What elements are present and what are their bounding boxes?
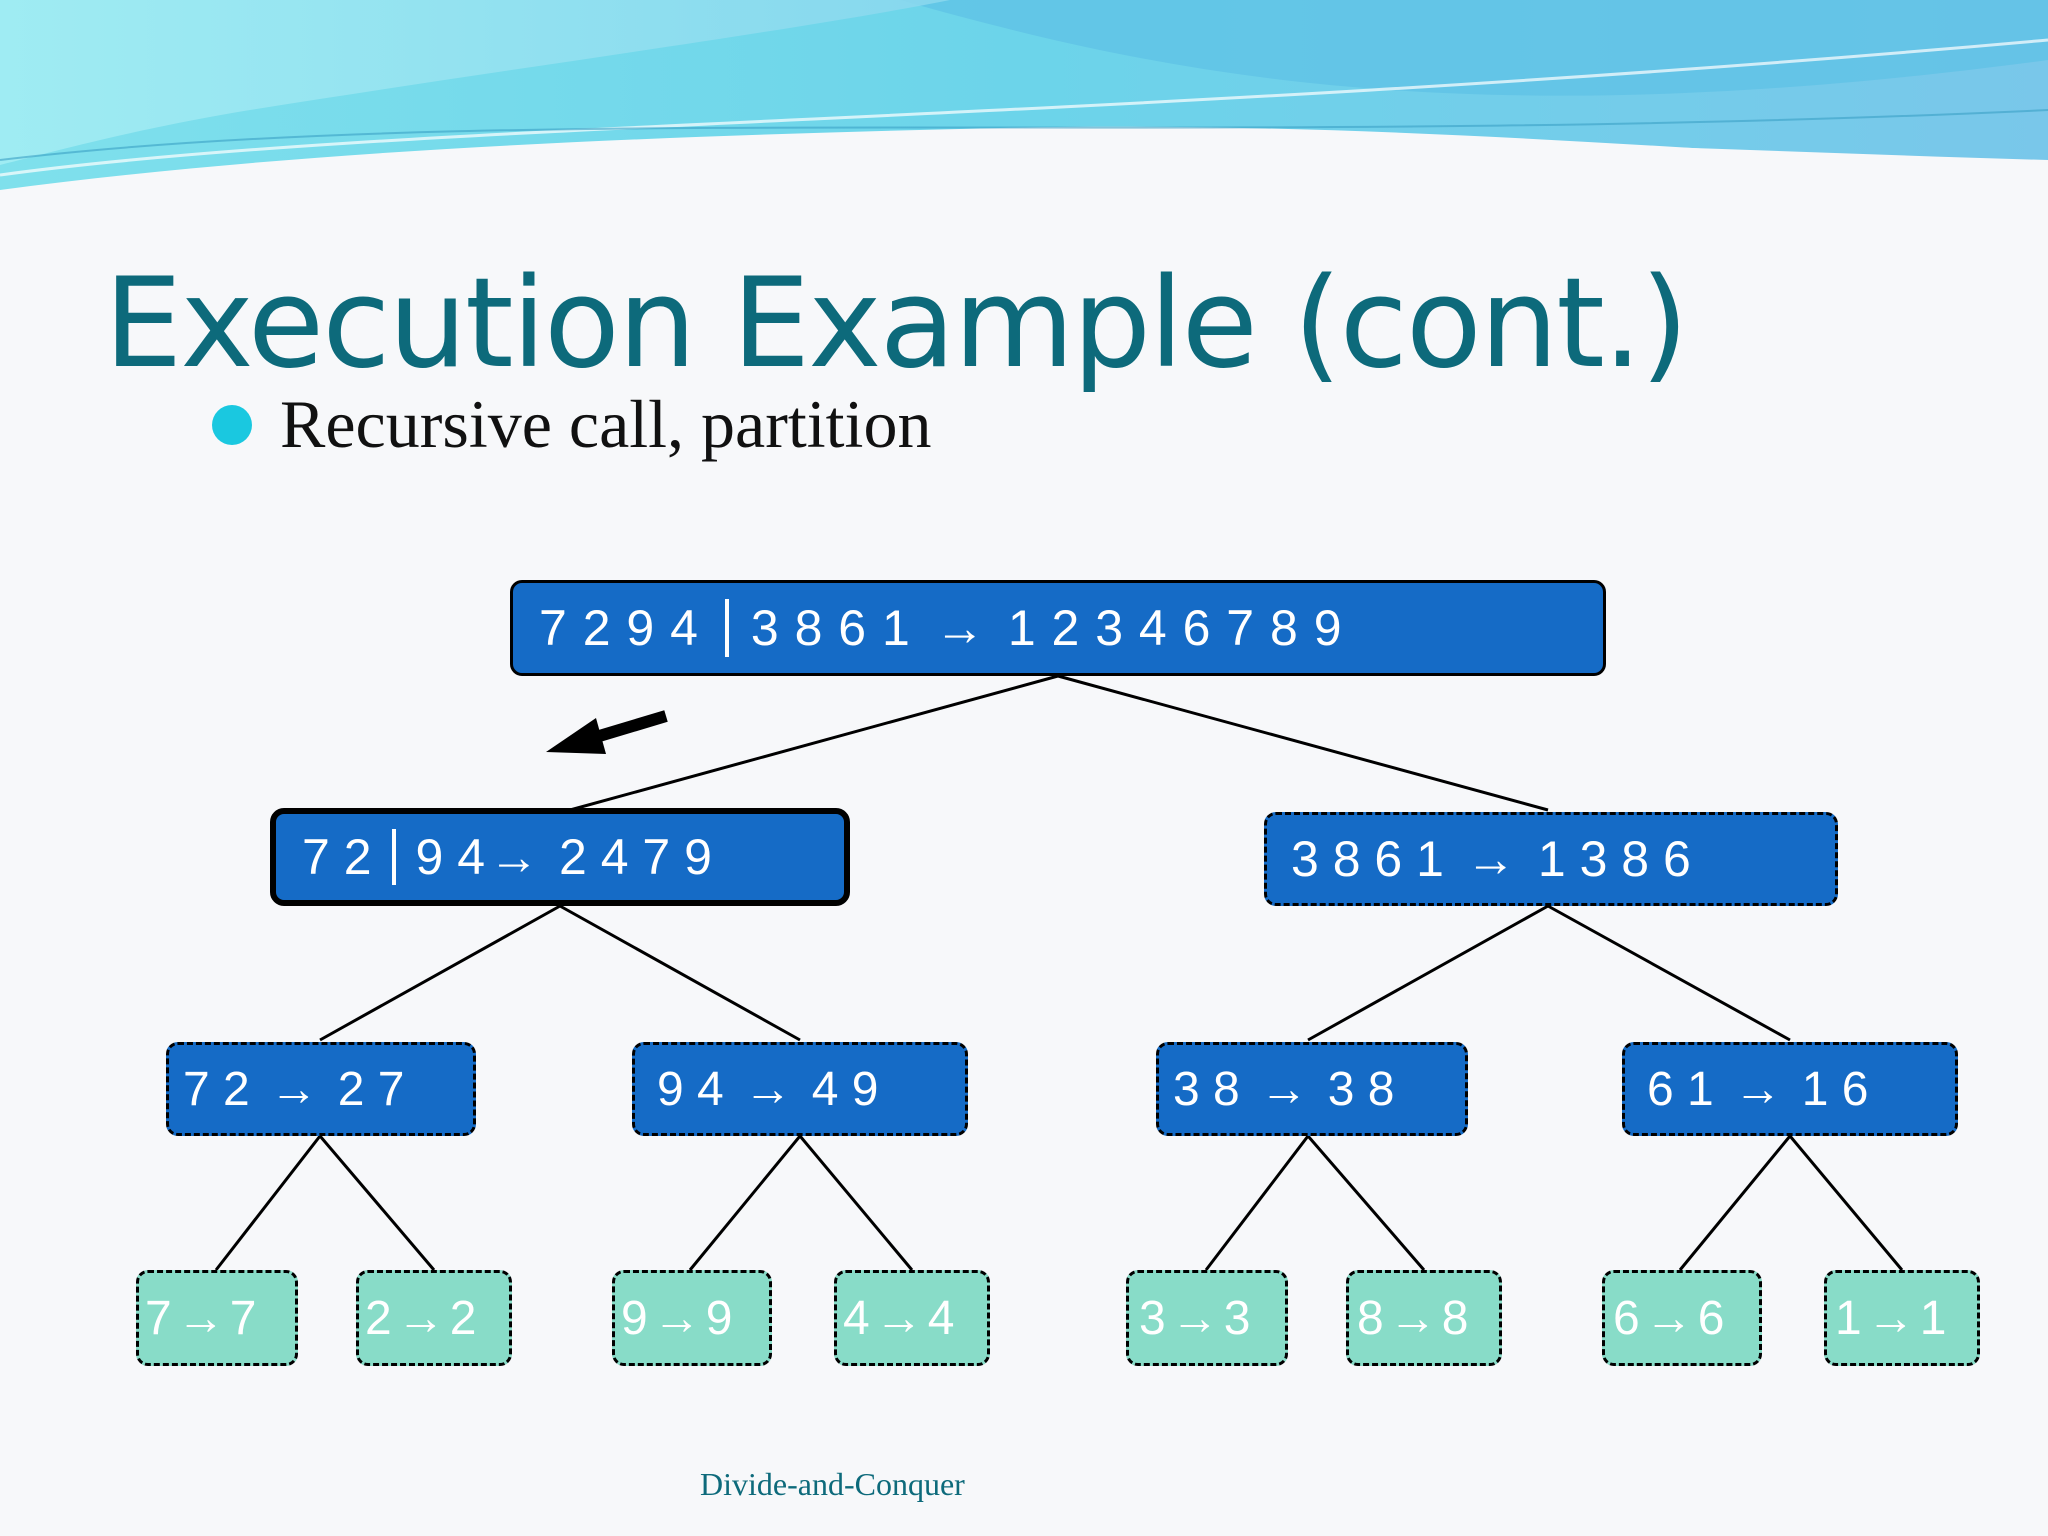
tree-leaf: 6→6 (1602, 1270, 1762, 1366)
tree-leaf: 3→3 (1126, 1270, 1288, 1366)
leaf-arrow: → (396, 1291, 445, 1345)
node-sorted: 2 4 7 9 (559, 829, 712, 885)
leaf-sorted: 9 (705, 1291, 733, 1345)
edge-l3d-leaf7 (1678, 1135, 1792, 1271)
leaf-arrow: → (1644, 1291, 1693, 1345)
partition-bar-icon (391, 829, 396, 885)
tree-node-pending: 3 8 6 1 → 1 3 8 6 (1264, 812, 1838, 906)
node-sorted: 1 3 8 6 (1537, 831, 1691, 887)
leaf-arrow: → (652, 1291, 701, 1345)
header-wave-banner (0, 0, 2048, 240)
node-sorted: 1 2 3 4 6 7 8 9 (1007, 600, 1343, 656)
leaf-input: 4 (843, 1291, 870, 1345)
node-input-left: 7 2 9 4 (539, 600, 699, 656)
leaf-input: 7 (145, 1291, 172, 1345)
leaf-arrow: → (176, 1291, 225, 1345)
edge-l2a-l3a (319, 904, 561, 1042)
node-arrow: → (1259, 1062, 1308, 1116)
tree-leaf: 9→9 (612, 1270, 772, 1366)
bullet-dot-icon (212, 405, 252, 445)
tree-node-pending: 3 8 → 3 8 (1156, 1042, 1468, 1136)
tree-node-pending: 9 4 → 4 9 (632, 1042, 968, 1136)
edge-l3b-leaf4 (798, 1135, 914, 1271)
leaf-arrow: → (1388, 1291, 1437, 1345)
tree-leaf: 2→2 (356, 1270, 512, 1366)
edge-l2b-l3c (1307, 904, 1549, 1042)
node-arrow: → (489, 829, 540, 885)
tree-leaf: 4→4 (834, 1270, 990, 1366)
node-input: 9 4 (657, 1062, 724, 1116)
node-arrow: → (743, 1062, 792, 1116)
leaf-input: 2 (365, 1291, 392, 1345)
leaf-sorted: 4 (927, 1291, 955, 1345)
slide-title: Execution Example (cont.) (104, 252, 1689, 396)
bullet-text: Recursive call, partition (280, 386, 932, 462)
tree-leaf: 7→7 (136, 1270, 298, 1366)
node-sorted: 2 7 (337, 1062, 405, 1116)
leaf-arrow: → (1170, 1291, 1219, 1345)
partition-bar-icon (724, 599, 729, 657)
node-sorted: 1 6 (1801, 1062, 1869, 1116)
node-input-right: 9 4 (415, 829, 486, 885)
node-input: 3 8 (1173, 1062, 1240, 1116)
leaf-input: 3 (1139, 1291, 1166, 1345)
edge-l3a-leaf2 (318, 1135, 436, 1271)
node-input: 6 1 (1647, 1062, 1714, 1116)
leaf-input: 8 (1357, 1291, 1384, 1345)
tree-leaf: 8→8 (1346, 1270, 1502, 1366)
node-arrow: → (934, 600, 986, 656)
node-input: 3 8 6 1 (1291, 831, 1444, 887)
slide-footer: Divide-and-Conquer (700, 1466, 965, 1502)
edge-l3d-leaf8 (1788, 1135, 1904, 1271)
leaf-input: 6 (1613, 1291, 1640, 1345)
node-sorted: 4 9 (811, 1062, 879, 1116)
edge-root-right (1057, 674, 1549, 812)
node-arrow: → (1465, 831, 1516, 887)
edge-root-left (569, 674, 1059, 812)
edge-l3c-leaf5 (1204, 1135, 1310, 1271)
leaf-input: 9 (621, 1291, 648, 1345)
leaf-arrow: → (1866, 1291, 1915, 1345)
node-input-left: 7 2 (302, 829, 372, 885)
leaf-sorted: 1 (1919, 1291, 1947, 1345)
tree-node-pending: 7 2 → 2 7 (166, 1042, 476, 1136)
edge-l3c-leaf6 (1306, 1135, 1426, 1271)
tree-node-active: 7 2 9 4 → 2 4 7 9 (270, 808, 850, 906)
node-sorted: 3 8 (1327, 1062, 1395, 1116)
leaf-sorted: 6 (1697, 1291, 1725, 1345)
leaf-arrow: → (874, 1291, 923, 1345)
edge-l2a-l3b (559, 904, 801, 1042)
edge-l2b-l3d (1547, 904, 1791, 1042)
leaf-sorted: 7 (229, 1291, 257, 1345)
tree-leaf: 1→1 (1824, 1270, 1980, 1366)
edge-l3b-leaf3 (688, 1135, 802, 1271)
node-arrow: → (1733, 1062, 1782, 1116)
edge-l3a-leaf1 (214, 1135, 322, 1271)
leaf-sorted: 3 (1223, 1291, 1251, 1345)
tree-node-root: 7 2 9 4 3 8 6 1 → 1 2 3 4 6 7 8 9 (510, 580, 1606, 676)
node-input: 7 2 (183, 1062, 250, 1116)
tree-node-pending: 6 1 → 1 6 (1622, 1042, 1958, 1136)
node-input-right: 3 8 6 1 (750, 600, 911, 656)
node-arrow: → (269, 1062, 318, 1116)
leaf-sorted: 2 (449, 1291, 477, 1345)
leaf-input: 1 (1835, 1291, 1862, 1345)
arrow-pointer-icon (546, 710, 668, 754)
leaf-sorted: 8 (1441, 1291, 1469, 1345)
